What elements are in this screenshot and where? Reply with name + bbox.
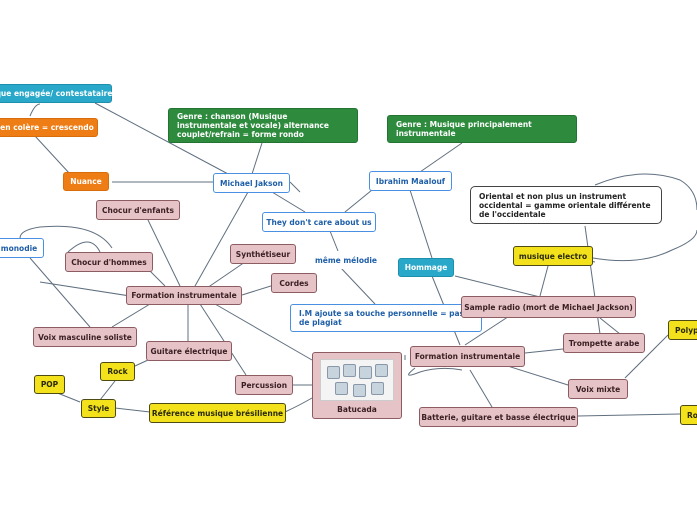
node-cordes[interactable]: Cordes <box>271 273 317 293</box>
node-musique-electro[interactable]: musique electro <box>513 246 593 266</box>
node-formation-instrumentale-2[interactable]: Formation instrumentale <box>410 346 525 367</box>
node-rock[interactable]: Rock <box>100 362 135 381</box>
node-monodie[interactable]: monodie <box>0 238 44 258</box>
node-im-ajoute[interactable]: I.M ajoute sa touche personnelle = pas d… <box>290 304 482 332</box>
drum-icon <box>353 384 366 397</box>
node-polyp[interactable]: Polyp <box>668 320 697 340</box>
node-formation-instrumentale-1[interactable]: Formation instrumentale <box>126 286 242 305</box>
drum-icon <box>343 364 356 377</box>
node-voix-mixte[interactable]: Voix mixte <box>568 379 628 399</box>
node-ibrahim-maalouf[interactable]: Ibrahim Maalouf <box>369 171 452 191</box>
node-meme-melodie[interactable]: même mélodie <box>308 251 384 269</box>
node-synthetiseur[interactable]: Synthétiseur <box>230 244 296 264</box>
node-colere[interactable]: en colère = crescendo <box>0 118 98 137</box>
drum-icon <box>327 366 340 379</box>
drum-icon <box>375 364 388 377</box>
node-choeur-enfants[interactable]: Chocur d'enfants <box>96 200 180 220</box>
node-hommage[interactable]: Hommage <box>398 258 454 277</box>
node-batucada[interactable]: Batucada <box>312 352 402 419</box>
batucada-image <box>320 359 394 401</box>
node-trompette-arabe[interactable]: Trompette arabe <box>563 333 645 353</box>
drum-icon <box>359 366 372 379</box>
node-genre-chanson[interactable]: Genre : chanson (Musique instrumentale e… <box>168 108 358 143</box>
drum-icon <box>371 382 384 395</box>
node-protest[interactable]: que engagée/ contestataire <box>0 84 112 103</box>
node-style[interactable]: Style <box>81 399 116 418</box>
node-voix-masculine[interactable]: Voix masculine soliste <box>33 327 137 347</box>
node-pop[interactable]: POP <box>34 375 65 394</box>
node-reference-bresilienne[interactable]: Référence musique brésilienne <box>149 403 286 423</box>
drum-icon <box>335 382 348 395</box>
node-michael-jackson[interactable]: Michael Jakson <box>213 173 290 193</box>
node-nuance[interactable]: Nuance <box>63 172 109 191</box>
node-they-dont-care[interactable]: They don't care about us <box>262 212 376 232</box>
node-ro[interactable]: Ro <box>680 405 697 425</box>
node-genre-instru[interactable]: Genre : Musique principalement instrumen… <box>387 115 577 143</box>
node-sample-radio[interactable]: Sample radio (mort de Michael Jackson) <box>461 296 636 318</box>
node-percussion[interactable]: Percussion <box>235 375 293 395</box>
node-batterie-guitare-basse[interactable]: Batterie, guitare et basse électrique <box>419 407 578 427</box>
node-choeur-hommes[interactable]: Chocur d'hommes <box>65 252 153 272</box>
node-oriental[interactable]: Oriental et non plus un instrument occid… <box>470 186 662 224</box>
node-guitare-electrique[interactable]: Guitare électrique <box>146 341 232 361</box>
